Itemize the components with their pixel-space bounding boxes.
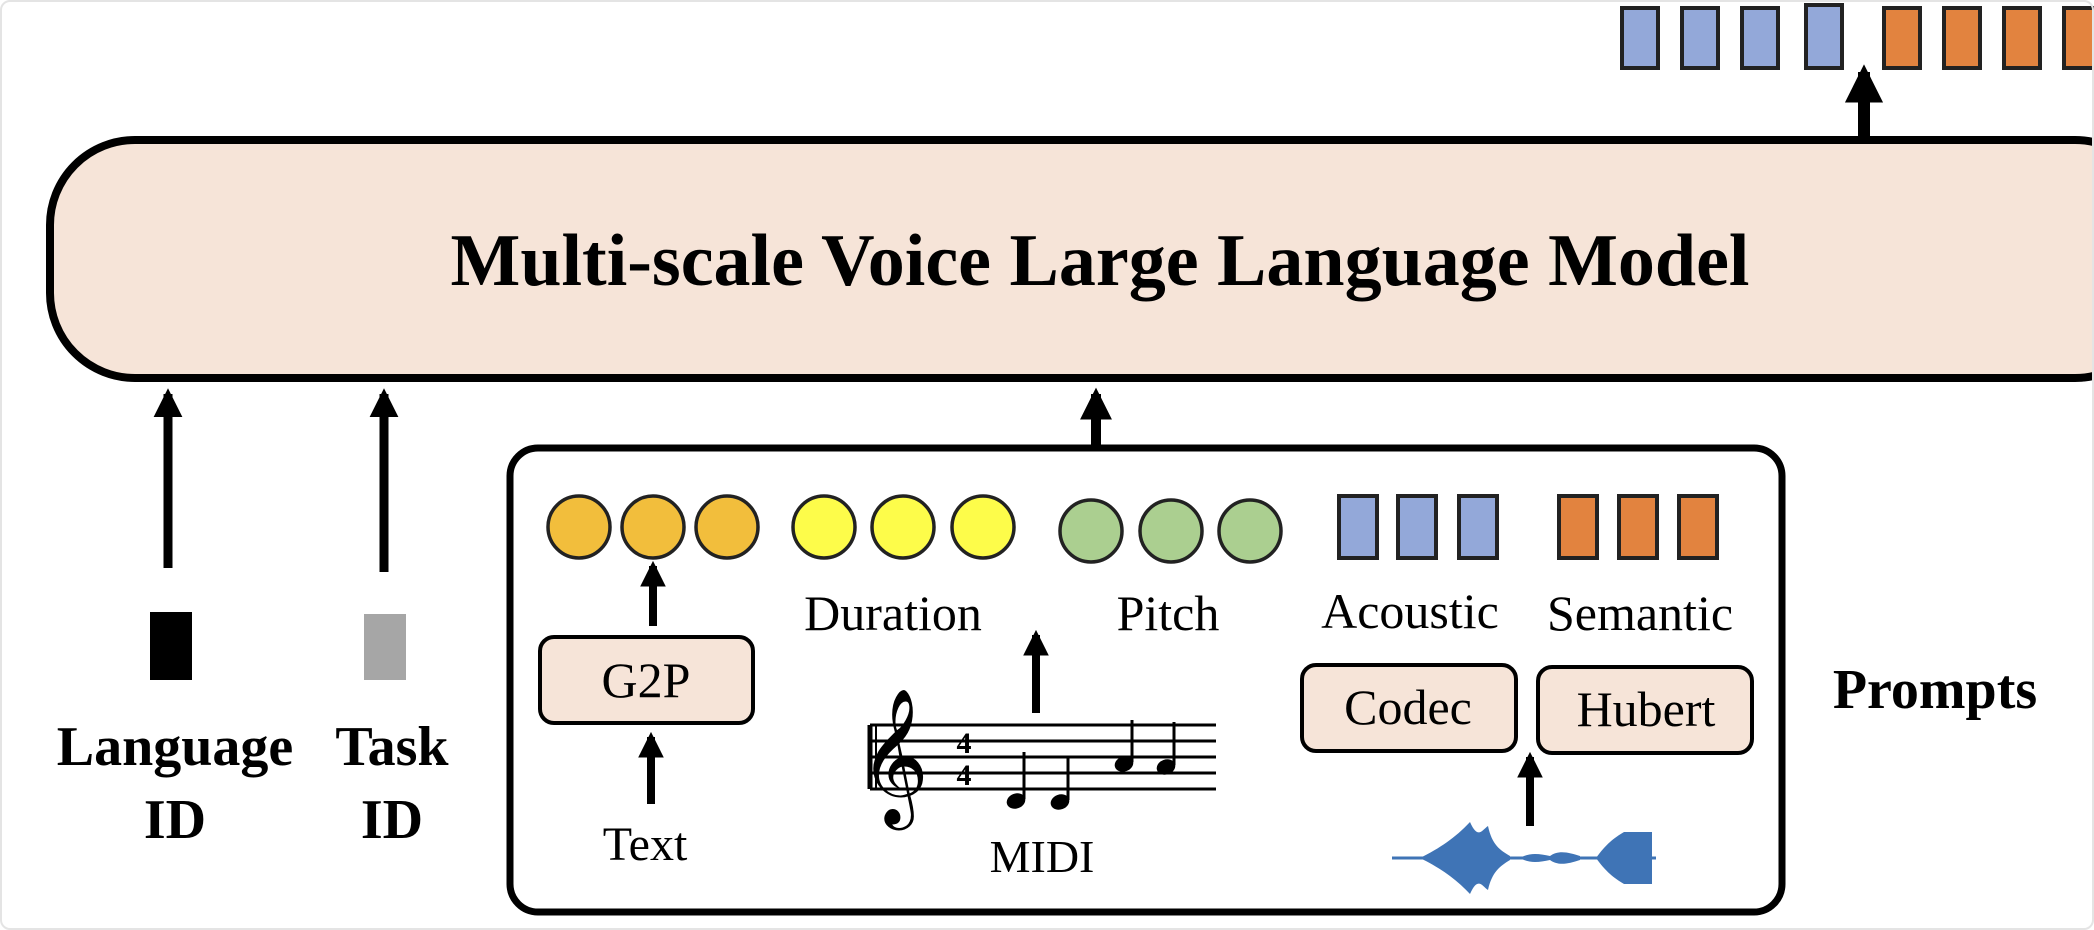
output-semantic-token [1882, 6, 1922, 70]
midi-label: MIDI [990, 831, 1095, 882]
pitch-token [1058, 498, 1124, 564]
duration-token [870, 494, 936, 560]
duration-tokens [791, 494, 1016, 560]
output-acoustic-token [1680, 6, 1720, 70]
output-semantic-token [2002, 6, 2042, 70]
hubert-label: Hubert [1577, 681, 1716, 737]
pitch-token [1138, 498, 1204, 564]
phoneme-tokens [546, 494, 760, 560]
semantic-label: Semantic [1547, 585, 1733, 641]
music-staff [867, 723, 1216, 791]
acoustic-token [1396, 494, 1438, 560]
hubert-box [1536, 665, 1754, 755]
task-id-label-line2: ID [361, 789, 423, 851]
language-id-label-line1: Language [57, 716, 294, 778]
semantic-tokens [1557, 494, 1719, 560]
pitch-tokens [1058, 498, 1283, 564]
acoustic-label: Acoustic [1321, 583, 1499, 639]
codec-box [1300, 663, 1518, 753]
model-box [46, 136, 2094, 382]
output-tokens [1620, 3, 2094, 70]
language-id-token [150, 612, 192, 680]
text-label: Text [603, 818, 688, 871]
duration-label: Duration [804, 585, 982, 641]
g2p-label: G2P [602, 652, 691, 708]
time-signature-top: 4 [957, 727, 972, 760]
music-notes [1006, 720, 1176, 810]
acoustic-token [1337, 494, 1379, 560]
output-acoustic-token [1804, 3, 1844, 70]
language-id-label-line2: ID [144, 789, 206, 851]
prompts-box [506, 444, 1786, 916]
duration-token [791, 494, 857, 560]
semantic-token [1557, 494, 1599, 560]
pitch-token [1217, 498, 1283, 564]
acoustic-token [1457, 494, 1499, 560]
semantic-token [1617, 494, 1659, 560]
output-acoustic-token [1740, 6, 1780, 70]
semantic-token [1677, 494, 1719, 560]
pitch-label: Pitch [1117, 585, 1220, 641]
audio-waveform-icon [1392, 822, 1656, 894]
phoneme-token [694, 494, 760, 560]
acoustic-tokens [1337, 494, 1499, 560]
treble-clef-icon: 𝄞 [859, 689, 929, 830]
prompts-label: Prompts [1833, 659, 2037, 721]
task-id-label-line1: Task [335, 716, 449, 778]
duration-token [950, 494, 1016, 560]
output-acoustic-token [1620, 6, 1660, 70]
codec-label: Codec [1344, 679, 1472, 735]
model-title: Multi-scale Voice Large Language Model [451, 220, 1750, 302]
g2p-box [538, 635, 755, 725]
phoneme-token [546, 494, 612, 560]
phoneme-token [620, 494, 686, 560]
task-id-token [364, 614, 406, 680]
time-signature-bottom: 4 [957, 759, 972, 792]
output-semantic-token [2062, 6, 2094, 70]
output-semantic-token [1942, 6, 1982, 70]
